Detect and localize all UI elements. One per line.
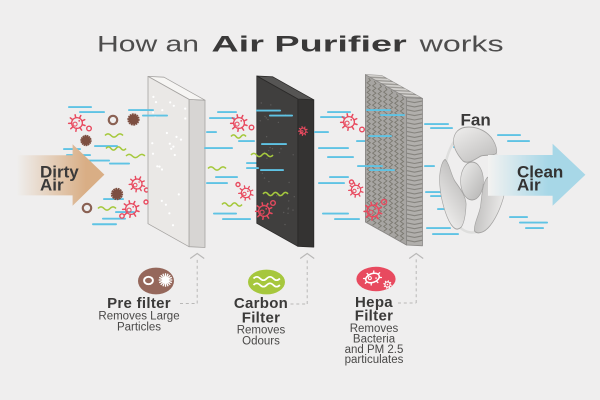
svg-text:Removes: Removes: [237, 325, 286, 337]
svg-text:Air Purifier: Air Purifier: [211, 32, 407, 57]
svg-text:Air: Air: [40, 176, 64, 195]
svg-text:Clean: Clean: [517, 163, 563, 182]
svg-text:particulates: particulates: [345, 354, 404, 366]
svg-text:Filter: Filter: [242, 310, 280, 327]
svg-text:Air: Air: [517, 176, 541, 195]
svg-text:Particles: Particles: [117, 322, 161, 334]
svg-text:Carbon: Carbon: [234, 295, 288, 312]
svg-text:Dirty: Dirty: [40, 163, 79, 182]
svg-text:Hepa: Hepa: [355, 294, 393, 311]
svg-text:Odours: Odours: [242, 336, 280, 348]
svg-text:Filter: Filter: [355, 308, 393, 325]
svg-text:works: works: [418, 32, 503, 57]
svg-text:and PM 2.5: and PM 2.5: [345, 344, 404, 356]
svg-text:Removes Large: Removes Large: [98, 311, 179, 323]
svg-text:Removes: Removes: [350, 323, 399, 335]
svg-text:Bacteria: Bacteria: [353, 333, 396, 345]
svg-text:Pre filter: Pre filter: [107, 295, 171, 312]
svg-text:How an: How an: [97, 32, 199, 57]
svg-text:Fan: Fan: [461, 111, 491, 130]
